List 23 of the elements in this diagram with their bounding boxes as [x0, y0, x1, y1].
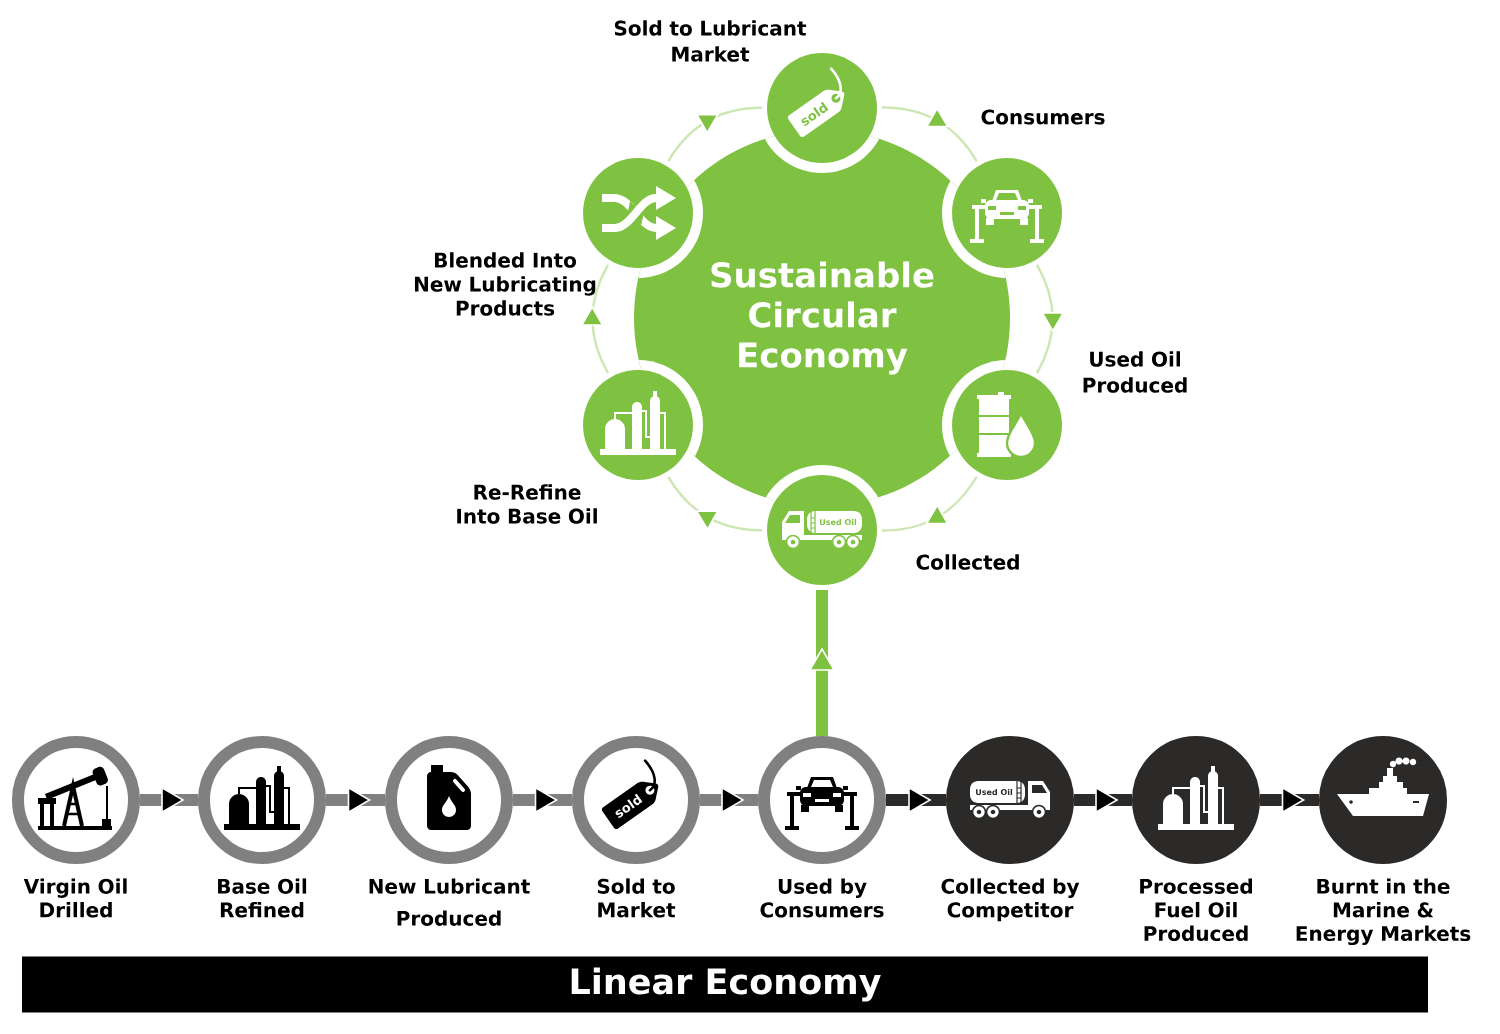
step-caption: New Lubricant Produced: [369, 878, 530, 926]
step-caption: Burnt in the Marine & Energy Markets: [1296, 878, 1471, 946]
tank-text: Used Oil: [976, 788, 1013, 796]
flow-arrow: [667, 476, 763, 532]
step-caption: Virgin Oil Drilled: [23, 878, 127, 918]
step-caption: Used by Consumers: [760, 878, 884, 918]
step-caption: Collected: [916, 554, 1019, 570]
step-caption: Sold to Market: [597, 878, 676, 918]
step-caption: Re-Refine Into Base Oil: [457, 484, 597, 524]
flow-arrow: [881, 106, 978, 162]
step-caption: Used Oil Produced: [1083, 351, 1187, 393]
step-caption: Consumers: [981, 109, 1105, 125]
step-caption: Sold to Lubricant Market: [614, 20, 807, 62]
step-caption: Collected by Competitor: [941, 878, 1080, 922]
flow-arrow: [881, 476, 978, 532]
flow-arrow: [580, 264, 610, 374]
flow-arrow: [667, 106, 763, 162]
flow-arrow: [1035, 264, 1065, 374]
step-caption: Base Oil Refined: [218, 878, 307, 918]
tank-text: Used Oil: [820, 518, 857, 526]
step-caption: Blended Into New Lubricating Products: [414, 252, 596, 316]
title-band: Linear Economy: [22, 956, 1428, 1013]
step-caption: Processed Fuel Oil Produced: [1140, 878, 1252, 942]
